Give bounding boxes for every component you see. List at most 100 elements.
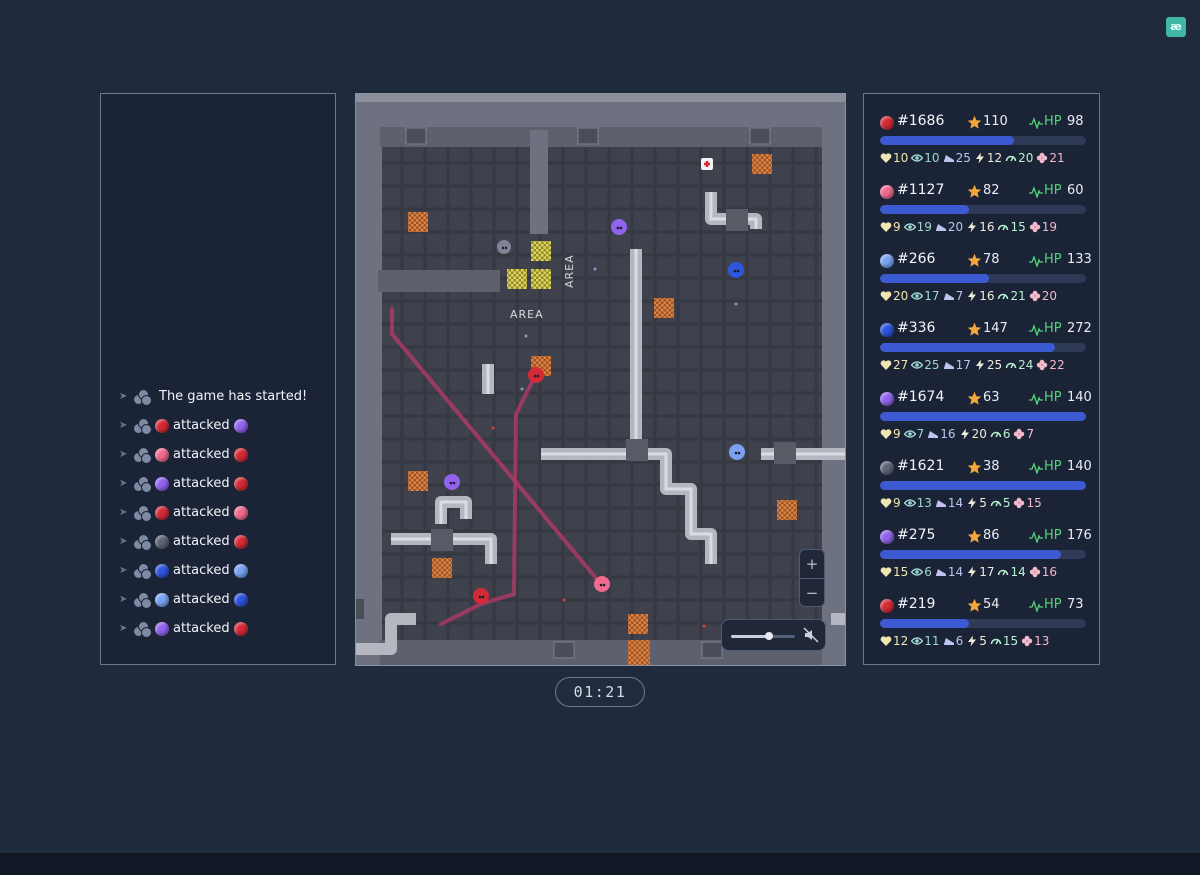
log-text: attacked [173,563,230,578]
clover-icon [1014,428,1025,440]
bolt-icon [968,497,977,509]
stat-value: 9 [893,427,901,441]
player-id: #336 [897,320,936,336]
player-id: #275 [897,527,936,543]
share-icon[interactable]: ➤ [119,507,128,518]
stat-clover: 15 [1013,496,1042,510]
stat-value: 12 [986,151,1003,165]
group-icon [133,620,152,638]
stat-value: 27 [893,358,909,372]
stat-eye: 25 [911,358,940,372]
volume-slider[interactable] [731,632,795,640]
share-icon[interactable]: ➤ [119,623,128,634]
share-icon[interactable]: ➤ [119,565,128,576]
stat-heart: 10 [880,151,908,165]
hp-bar-fill [880,136,1014,145]
stat-value: 24 [1018,358,1034,372]
stat-eye: 17 [911,289,940,303]
stat-value: 21 [1049,151,1065,165]
heart-icon [880,498,892,508]
share-icon[interactable]: ➤ [119,420,128,431]
boot-icon [943,638,954,645]
player-ball-icon [233,592,248,607]
stat-bolt: 16 [966,220,994,234]
share-icon[interactable]: ➤ [119,478,128,489]
stat-eye: 6 [911,565,932,579]
zoom-out-button[interactable]: − [805,584,819,602]
player-tokens[interactable] [444,219,745,604]
eye-icon [903,430,916,438]
player-ball-icon [233,476,248,491]
gauge-icon [990,431,1002,438]
stat-bolt: 20 [959,427,987,441]
stat-value: 11 [924,634,940,648]
bolt-icon [968,566,977,578]
player-ball-icon [880,254,894,268]
player-ball-icon [880,185,894,199]
stat-heart: 9 [880,220,901,234]
hp-value: 140 [1067,459,1092,474]
log-item: ➤ attacked [119,614,307,643]
player-ball-icon [233,563,248,578]
group-icon [133,591,152,609]
stat-value: 9 [893,496,901,510]
stat-value: 10 [893,151,909,165]
gauge-icon [1005,155,1017,162]
hp-label: HP [1044,114,1062,129]
player-ball-icon [880,599,894,613]
log-item: ➤ attacked [119,585,307,614]
player-ball-icon [880,323,894,337]
player-id: #1127 [897,182,945,198]
mute-icon[interactable] [803,627,819,643]
stat-heart: 20 [880,289,908,303]
game-timer: 01:21 [555,677,645,707]
bolt-icon [975,359,984,371]
zoom-in-button[interactable]: + [800,550,824,579]
stat-boot: 20 [935,220,963,234]
hp-bar-fill [880,550,1062,559]
stat-clover: 22 [1036,358,1065,372]
stat-value: 20 [971,427,987,441]
player-score: 38 [983,459,1000,474]
share-icon[interactable]: ➤ [119,594,128,605]
bolt-icon [968,290,977,302]
share-icon[interactable]: ➤ [119,536,128,547]
stat-value: 25 [986,358,1003,372]
heart-icon [880,153,892,163]
player-ball-icon [155,563,169,578]
boot-icon [935,569,946,576]
stat-value: 19 [1041,220,1058,234]
stat-value: 5 [979,496,987,510]
bolt-icon [975,152,984,164]
player-ball-icon [233,447,248,462]
hp-bar [880,343,1086,352]
player-ball-icon [155,476,169,491]
share-icon[interactable]: ➤ [119,449,128,460]
player-ball-icon [155,534,169,549]
stat-value: 12 [893,634,909,648]
stat-value: 16 [979,289,995,303]
stat-value: 5 [1002,496,1011,510]
star-icon [967,460,982,474]
stat-bolt: 5 [966,634,987,648]
heartbeat-icon [1029,462,1043,474]
share-icon[interactable]: ➤ [119,391,128,402]
game-map[interactable]: AREA AREA [355,93,846,666]
eye-icon [911,361,924,369]
log-text: attacked [173,476,230,491]
player-ball-icon [233,534,248,549]
stat-boot: 17 [943,358,971,372]
game-map-canvas[interactable]: AREA AREA [356,94,845,665]
hp-bar-fill [880,343,1056,352]
player-id: #1621 [897,458,945,474]
hp-bar [880,619,1086,628]
stat-gauge: 15 [990,634,1018,648]
hp-label: HP [1044,390,1062,405]
volume-handle[interactable] [765,632,774,640]
eye-icon [903,499,916,507]
stat-value: 10 [924,151,940,165]
